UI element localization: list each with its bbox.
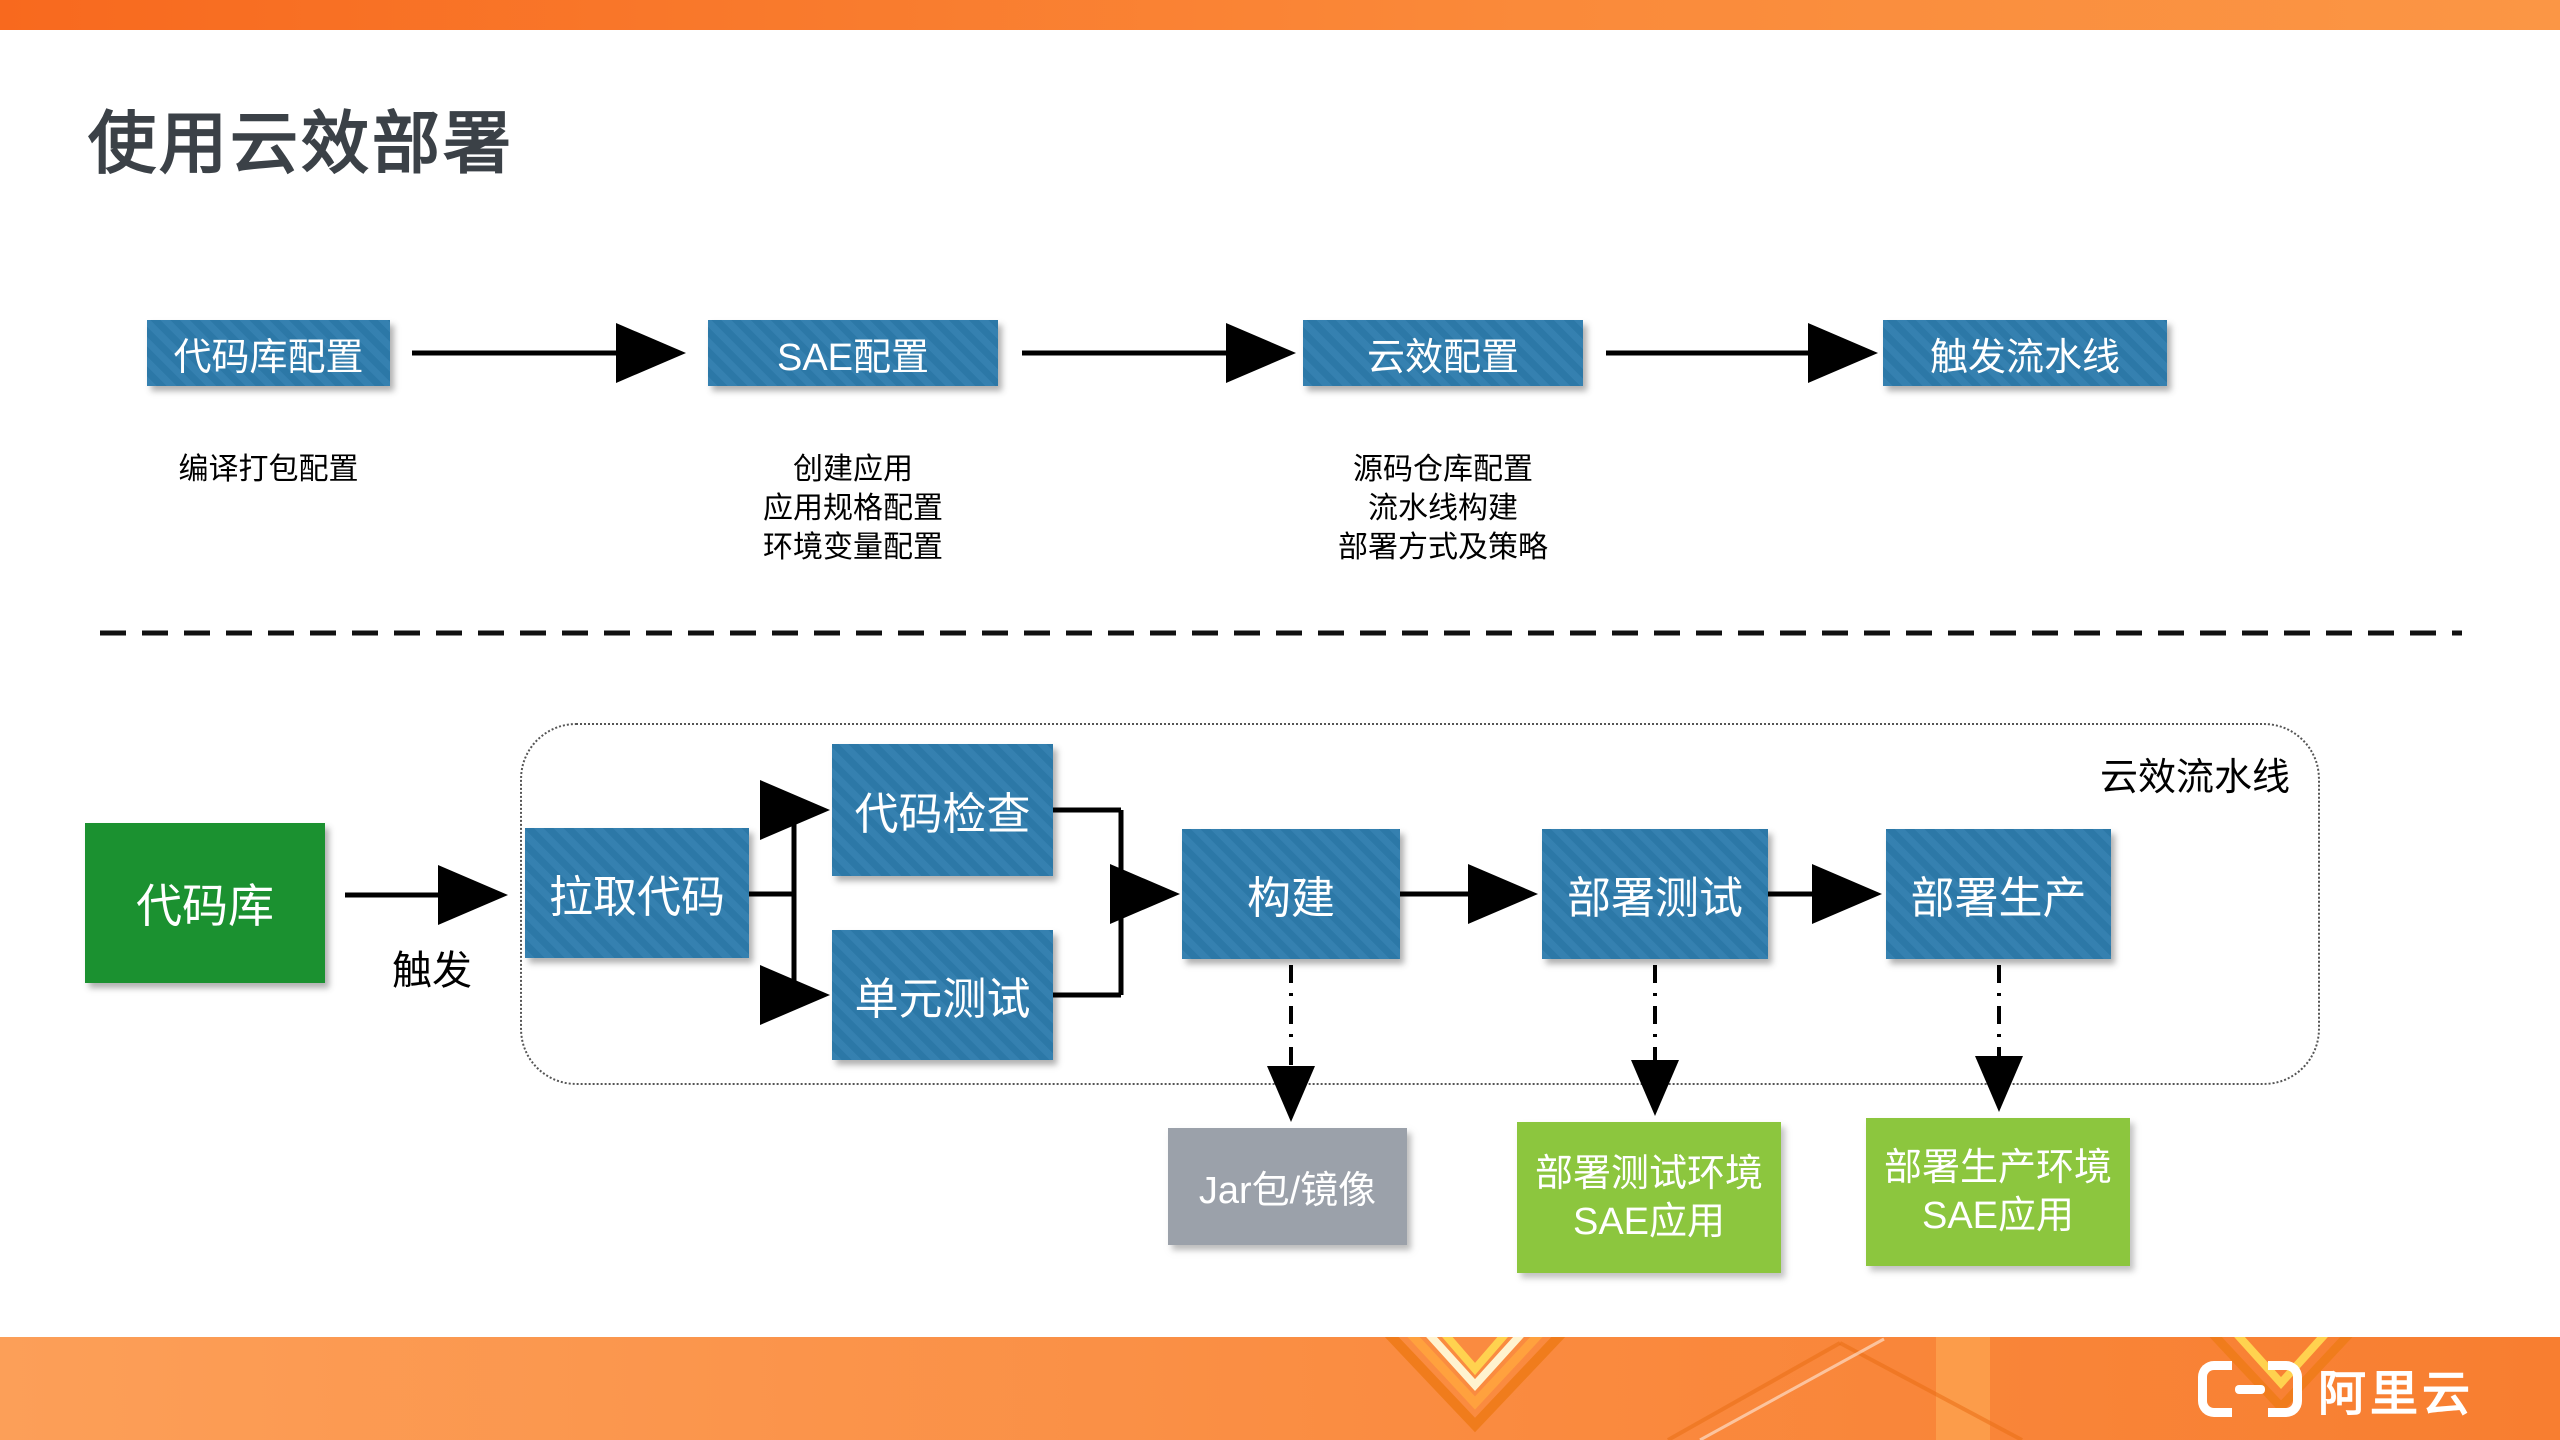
footer-bar: 阿里云 <box>0 1337 2560 1440</box>
brand-lockup: 阿里云 <box>2197 1337 2474 1440</box>
note-line: 部署方式及策略 <box>1338 531 1548 564</box>
footer-chevron-decoration <box>1384 1337 2353 1440</box>
stage-label: 部署生产 <box>1910 874 2087 923</box>
stage-box-pull-code: 拉取代码 <box>525 828 749 958</box>
artifact-box-test-env: 部署测试环境SAE应用 <box>1517 1122 1781 1273</box>
step-label: SAE配置 <box>776 336 930 379</box>
trigger-label: 触发 <box>392 949 472 993</box>
note-line: 源码仓库配置 <box>1353 453 1533 486</box>
pipeline-container-label: 云效流水线 <box>2099 757 2290 799</box>
logo-left-bracket <box>2197 1360 2232 1417</box>
note-line: 创建应用 <box>793 453 913 486</box>
pipeline-container <box>520 723 2320 1085</box>
note-line: 环境变量配置 <box>763 531 943 564</box>
step-label: 云效配置 <box>1366 336 1519 379</box>
stage-label: 构建 <box>1247 874 1335 923</box>
stage-box-code-check: 代码检查 <box>832 744 1053 876</box>
step-box-yunxiao-config: 云效配置 <box>1303 320 1583 386</box>
stage-box-deploy-test: 部署测试 <box>1542 829 1768 959</box>
note-line: 应用规格配置 <box>763 492 943 525</box>
note-line: 流水线构建 <box>1368 492 1518 525</box>
brand-name: 阿里云 <box>2317 1367 2474 1421</box>
stage-label: 拉取代码 <box>549 873 725 922</box>
note-line: 编译打包配置 <box>178 453 359 486</box>
page-title: 使用云效部署 <box>88 106 515 182</box>
step-box-repo-config: 代码库配置 <box>147 320 390 386</box>
step-label: 触发流水线 <box>1929 336 2120 379</box>
logo-dash <box>2234 1384 2265 1394</box>
step-box-sae-config: SAE配置 <box>708 320 998 386</box>
step-notes-repo: 编译打包配置 <box>122 450 415 489</box>
artifact-box-package: Jar包/镜像 <box>1168 1128 1407 1245</box>
stage-label: 部署测试 <box>1567 874 1743 923</box>
source-label: 代码库 <box>136 880 274 932</box>
logo-right-bracket <box>2267 1360 2302 1417</box>
step-label: 代码库配置 <box>173 336 364 379</box>
top-accent-bar <box>0 0 2560 30</box>
source-box-code-repo: 代码库 <box>85 823 325 983</box>
stage-label: 代码检查 <box>854 790 1031 839</box>
stage-box-build: 构建 <box>1182 829 1400 959</box>
stage-box-deploy-prod: 部署生产 <box>1886 829 2111 959</box>
alibaba-cloud-logo-icon <box>2197 1360 2302 1417</box>
artifact-label: 部署测试环境SAE应用 <box>1534 1152 1763 1243</box>
stage-box-unit-test: 单元测试 <box>832 930 1053 1060</box>
artifact-label: Jar包/镜像 <box>1198 1170 1377 1212</box>
artifact-box-prod-env: 部署生产环境SAE应用 <box>1866 1118 2130 1266</box>
step-notes-sae: 创建应用 应用规格配置 环境变量配置 <box>683 450 1023 567</box>
stage-label: 单元测试 <box>854 975 1031 1024</box>
step-box-trigger-pipeline: 触发流水线 <box>1883 320 2167 386</box>
artifact-label: 部署生产环境SAE应用 <box>1883 1147 2112 1237</box>
step-notes-yunxiao: 源码仓库配置 流水线构建 部署方式及策略 <box>1273 450 1613 567</box>
